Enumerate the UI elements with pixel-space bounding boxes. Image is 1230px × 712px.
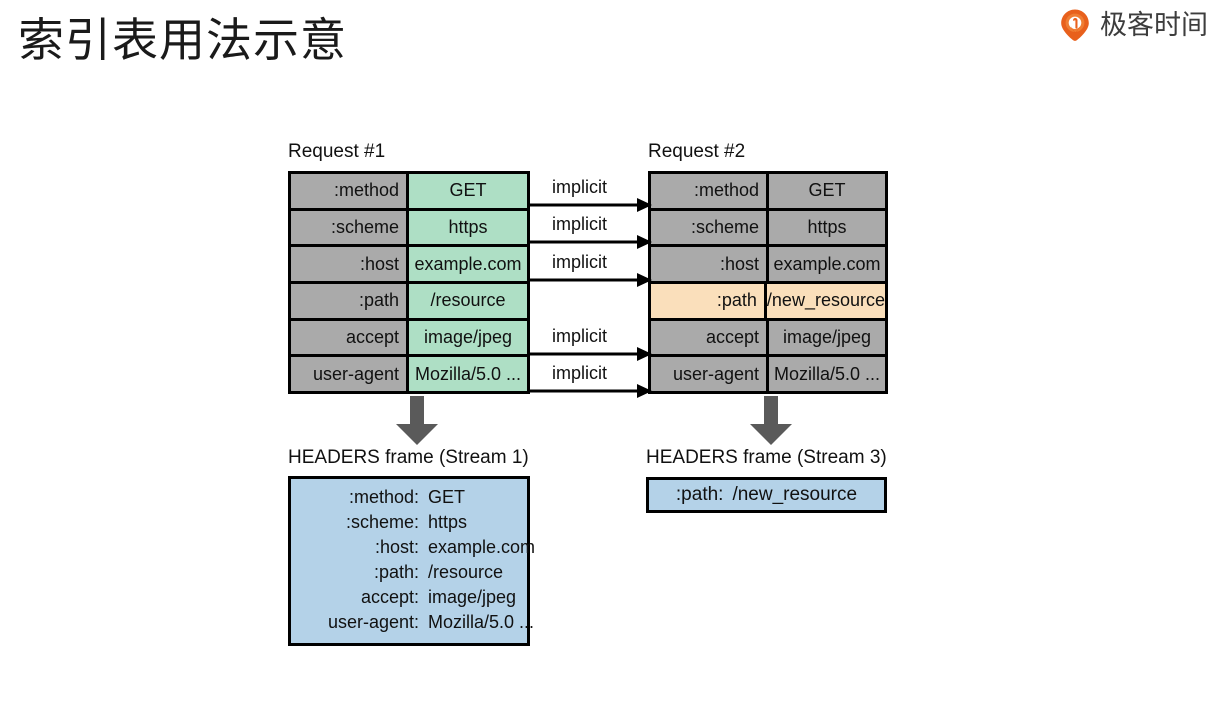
header-name-cell: :host (291, 247, 409, 282)
header-value-cell: https (769, 210, 885, 245)
implicit-arrow-label: implicit (552, 251, 608, 272)
header-name-cell: user-agent (651, 357, 769, 392)
header-name-cell: :scheme (291, 210, 409, 245)
table-row: :path/resource (291, 284, 527, 321)
headers-frame-line: accept: image/jpeg (301, 585, 517, 610)
request2-label: Request #2 (648, 141, 746, 162)
headers-frame-value: Mozilla/5.0 ... (428, 612, 535, 632)
headers-frame-line: :host: example.com (301, 535, 535, 560)
header-value-cell: GET (769, 174, 885, 208)
header-name-cell: :scheme (651, 210, 769, 245)
headers-frame-left-label: HEADERS frame (Stream 1) (288, 447, 529, 468)
headers-frame-value: https (428, 512, 468, 532)
headers-frame-right-value: /new_resource (732, 484, 858, 505)
table-row: :path/new_resource (651, 284, 885, 321)
header-name-cell: accept (651, 320, 769, 355)
header-value-cell: /resource (409, 284, 527, 318)
header-name-cell: :path (291, 284, 409, 318)
headers-frame-value: /resource (428, 562, 504, 582)
header-value-cell: image/jpeg (769, 320, 885, 355)
headers-frame-value: GET (428, 487, 466, 507)
headers-frame-key: :path: (373, 562, 419, 582)
header-value-cell: image/jpeg (409, 320, 527, 355)
headers-frame-key: :method: (348, 487, 419, 507)
implicit-arrow (530, 198, 652, 213)
brand-name: 极客时间 (1100, 10, 1208, 40)
headers-frame-line: :method: GET (301, 485, 513, 510)
headers-frame-left-box: :method: GET :scheme: https :host: example.co… (288, 476, 535, 646)
header-value-cell: https (409, 210, 527, 245)
headers-frame-key: :scheme: (345, 512, 419, 532)
headers-frame-right-key: :path: (675, 484, 724, 505)
brand-logo: 极客时间 (1058, 8, 1208, 42)
implicit-arrow-label: implicit (552, 325, 608, 346)
headers-frame-value: image/jpeg (428, 587, 517, 607)
implicit-arrow (530, 384, 652, 398)
implicit-arrow (530, 346, 652, 361)
headers-frame-right-box: :path: /new_resource (646, 477, 887, 513)
headers-frame-value: example.com (428, 537, 536, 557)
header-value-cell: GET (409, 174, 527, 208)
implicit-arrow-label: implicit (552, 177, 608, 198)
headers-frame-key: accept: (360, 587, 419, 607)
headers-frame-line: :scheme: https (301, 510, 513, 535)
headers-frame-line: :path: /resource (301, 560, 513, 585)
implicit-arrow (530, 235, 652, 250)
header-value-cell: Mozilla/5.0 ... (409, 357, 527, 392)
headers-frame-right-label: HEADERS frame (Stream 3) (646, 447, 887, 468)
implicit-arrow-label: implicit (552, 214, 608, 235)
headers-frame-key: :host: (374, 537, 419, 557)
header-name-cell: :method (291, 174, 409, 208)
header-name-cell: :method (651, 174, 769, 208)
header-name-cell: user-agent (291, 357, 409, 392)
header-name-cell: accept (291, 320, 409, 355)
header-value-cell: example.com (409, 247, 527, 282)
header-value-cell: /new_resource (766, 284, 885, 318)
implicit-arrow-label: implicit (552, 363, 608, 383)
headers-frame-line: user-agent: Mozilla/5.0 ... (301, 610, 534, 635)
header-value-cell: example.com (769, 247, 885, 282)
request1-label: Request #1 (288, 141, 386, 162)
headers-frame-key: user-agent: (327, 612, 419, 632)
down-arrow-right (748, 396, 794, 446)
header-name-cell: :path (651, 284, 767, 318)
implicit-arrow (530, 272, 652, 287)
down-arrow-left (394, 396, 440, 446)
page-title: 索引表用法示意 (18, 14, 347, 66)
header-name-cell: :host (651, 247, 769, 282)
header-value-cell: Mozilla/5.0 ... (769, 357, 885, 392)
geektime-pin-icon (1058, 8, 1092, 42)
